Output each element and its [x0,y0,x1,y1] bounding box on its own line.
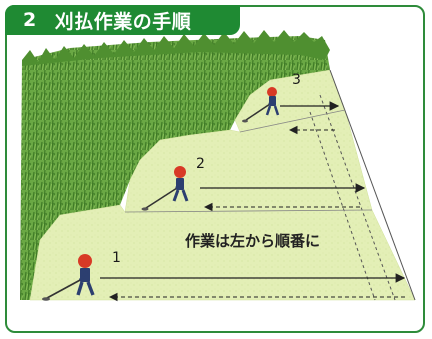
mowed-field [29,69,416,301]
title-number: 2 [23,9,37,31]
step-number-2: 2 [196,156,205,172]
instruction-caption: 作業は左から順番に [185,232,320,250]
worker-3 [242,87,280,123]
worker-2 [141,166,189,211]
step-number-1: 1 [112,250,121,266]
grass-tufts [22,30,330,66]
worker-1 [42,254,95,301]
field-boundary-lines [309,69,416,301]
step-number-3: 3 [292,72,301,88]
tall-grass-area [20,30,330,300]
cutting-arrows [100,101,406,283]
title-text: 刈払作業の手順 [54,10,192,33]
tall-grass-shape [20,36,330,300]
boundary-outer [329,69,416,301]
helmet-icon [267,87,277,97]
title-tab: 2 刈払作業の手順 [5,5,240,35]
helmet-icon [174,166,186,178]
return-arrows [108,125,405,302]
helmet-icon [78,254,92,268]
boundary-inner-1 [319,94,396,301]
lane-dividers [124,109,373,213]
